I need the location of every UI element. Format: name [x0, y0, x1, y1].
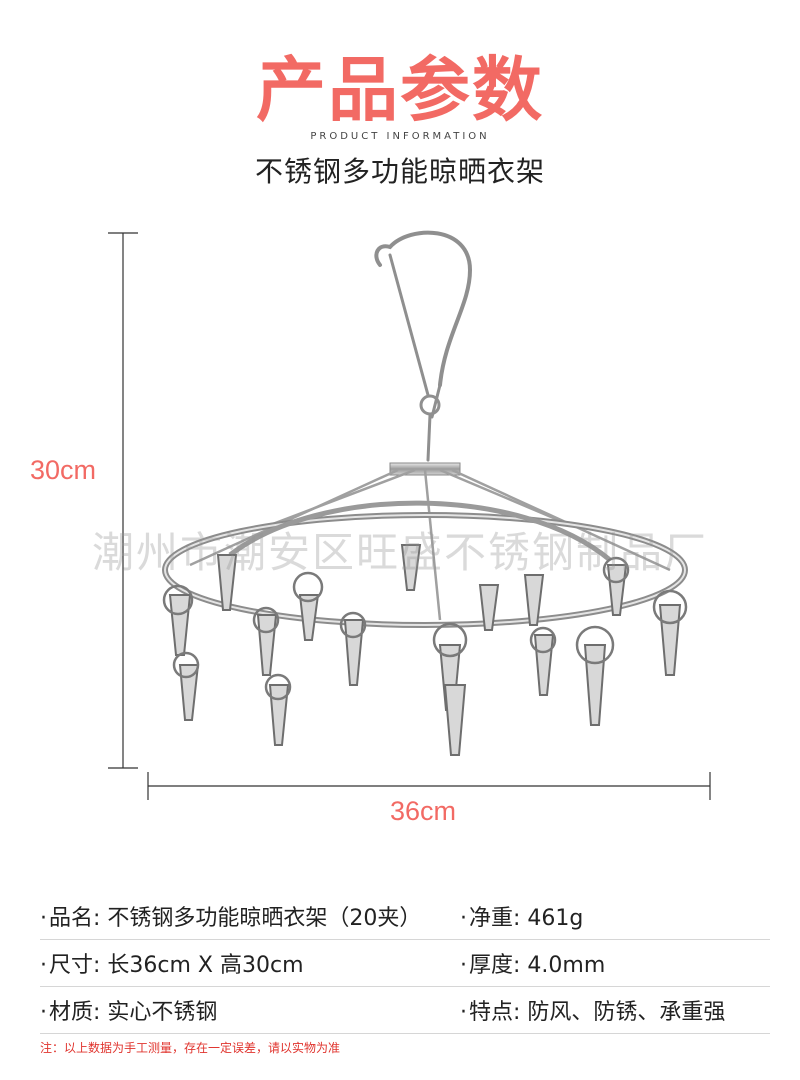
measurement-note: 注：以上数据为手工测量，存在一定误差，请以实物为准 [40, 1041, 341, 1055]
spec-value: 防风、防锈、承重强 [527, 1000, 726, 1025]
spec-cell: ·品名: 不锈钢多功能晾晒衣架（20夹） [40, 900, 460, 932]
spec-label: 净重: [469, 906, 521, 931]
spec-cell: ·特点: 防风、防锈、承重强 [460, 994, 725, 1026]
spec-cell: ·尺寸: 长36cm X 高30cm [40, 947, 460, 979]
bullet-dot: · [460, 1000, 467, 1025]
product-name-heading: 不锈钢多功能晾晒衣架 [254, 155, 545, 188]
height-label: 30cm [30, 455, 97, 485]
page-subtitle-en: PRODUCT INFORMATION [310, 131, 490, 142]
spec-value: 实心不锈钢 [107, 1000, 218, 1025]
spec-label: 材质: [49, 1000, 101, 1025]
spec-label: 尺寸: [49, 953, 101, 978]
spec-value: 长36cm X 高30cm [107, 953, 304, 978]
spec-value: 不锈钢多功能晾晒衣架（20夹） [107, 906, 422, 931]
spec-label: 特点: [469, 1000, 521, 1025]
spec-cell: ·厚度: 4.0mm [460, 947, 605, 979]
spec-cell: ·材质: 实心不锈钢 [40, 994, 460, 1026]
spec-value: 4.0mm [527, 953, 606, 978]
page-title: 产品参数 [256, 49, 544, 131]
spec-label: 厚度: [469, 953, 521, 978]
spec-value: 461g [527, 906, 584, 931]
spec-row: ·材质: 实心不锈钢 ·特点: 防风、防锈、承重强 [40, 987, 770, 1034]
spec-cell: ·净重: 461g [460, 900, 583, 932]
bullet-dot: · [460, 906, 467, 931]
spec-row: ·尺寸: 长36cm X 高30cm ·厚度: 4.0mm [40, 940, 770, 987]
bullet-dot: · [40, 1000, 47, 1025]
spec-label: 品名: [49, 906, 101, 931]
clothes-hanger-image [162, 230, 688, 756]
watermark-text: 潮州市潮安区旺盛不锈钢制品厂 [91, 528, 708, 577]
width-label: 36cm [389, 796, 457, 826]
bullet-dot: · [460, 953, 467, 978]
spec-row: ·品名: 不锈钢多功能晾晒衣架（20夹） ·净重: 461g [40, 893, 770, 940]
bullet-dot: · [40, 906, 47, 931]
spec-table: ·品名: 不锈钢多功能晾晒衣架（20夹） ·净重: 461g ·尺寸: 长36c… [40, 893, 770, 1034]
bullet-dot: · [40, 953, 47, 978]
